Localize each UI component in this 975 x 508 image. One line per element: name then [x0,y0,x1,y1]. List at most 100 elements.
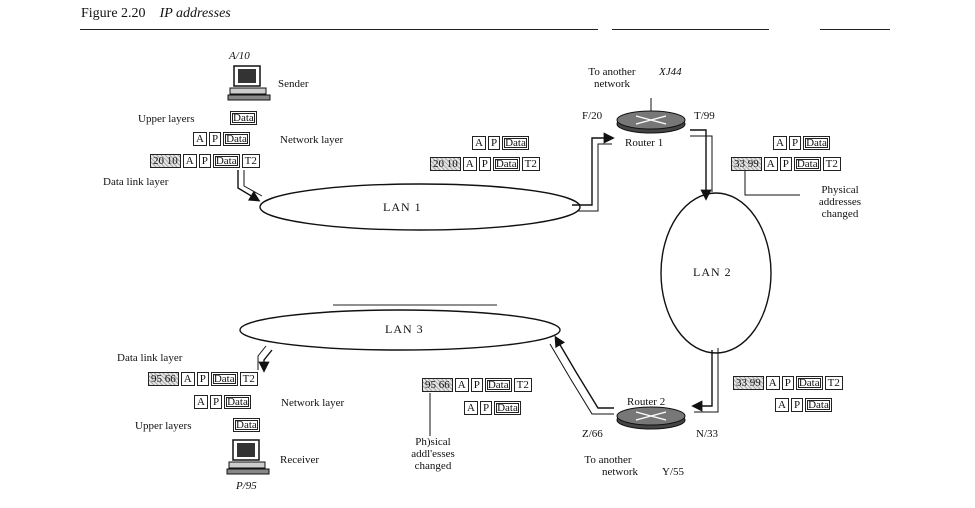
dst-ip-field: P [779,157,792,171]
src-ip-field: A [765,376,780,390]
receiver-frame: 95 66 A P Data T2 [148,372,258,386]
dst-ip-field: P [196,372,209,386]
router1-to-network-line2: network [593,78,631,90]
r1-note-line1: Physical [821,184,859,196]
lan1-to-router1-line [572,132,615,206]
router1-right-port: T/99 [694,110,715,122]
sender-network-packet: A P Data [193,132,250,146]
dst-ip-field: P [781,376,794,390]
src-ip-field: A [472,136,486,150]
figure-title: Figure 2.20 IP addresses [81,6,231,22]
data-field: Data [793,157,821,171]
lan2-ellipse [660,192,772,354]
router1-icon [616,98,686,134]
figure-number: Figure 2.20 [81,6,146,21]
src-ip-field: A [454,378,469,392]
trailer-field: T2 [521,157,540,171]
physical-address-field: 33 99 [731,157,762,171]
router1-to-lan2-line [690,129,712,201]
lan2-frame-b: 33 99 A P Data T2 [733,376,843,390]
lan2-frame: 33 99 A P Data T2 [731,157,841,171]
physical-address-field: 95 66 [148,372,179,386]
title-rule [80,29,598,30]
src-ip-field: A [182,154,197,168]
receiver-network-label: Network layer [281,397,345,409]
physical-address-field: 33 99 [733,376,764,390]
lan3-to-receiver-line [258,349,273,373]
src-ip-field: A [462,157,477,171]
lan2-packet-b: A P Data [775,398,832,412]
lan1-ellipse [259,183,581,231]
router1-name: Router 1 [625,137,664,149]
sender-arrow [237,170,261,202]
physical-address-field: 20 10 [150,154,181,168]
sender-upper-packet: Data [230,111,257,125]
src-ip-field: A [464,401,478,415]
data-field: Data [795,376,823,390]
title-rule-2 [612,29,769,30]
receiver-computer-icon [225,438,273,476]
r2-note-line2: addl'esses [411,448,455,460]
dst-ip-field: P [198,154,211,168]
receiver-network-packet: A P Data [194,395,251,409]
router1-to-network-line1: To another [588,66,636,78]
trailer-field: T2 [239,372,258,386]
sender-frame: 20 10 A P Data T2 [150,154,260,168]
sender-datalink-label: Data link layer [103,176,169,188]
receiver-upper-label: Upper layers [135,420,192,432]
lan2-to-router2-line [691,350,713,412]
dst-ip-field: P [209,395,223,409]
dst-ip-field: P [470,378,483,392]
sender-label: Sender [278,78,309,90]
dst-ip-field: P [208,132,222,146]
dst-ip-field: P [487,136,501,150]
r1-note-line3: changed [821,208,859,220]
lan3-label: LAN 3 [385,322,424,336]
dst-ip-field: P [790,398,804,412]
receiver-ip: P/95 [236,480,257,492]
sender-computer-icon [226,64,274,102]
trailer-field: T2 [241,154,260,168]
receiver-upper-packet: Data [233,418,260,432]
data-field: Data [803,136,830,150]
lan3-packet: A P Data [464,401,521,415]
lan3-ellipse [239,309,561,351]
router2-name: Router 2 [627,396,666,408]
r2-note-line3: changed [414,460,452,472]
lan1-frame: 20 10 A P Data T2 [430,157,540,171]
lan1-label: LAN 1 [383,200,422,214]
r1-note-connector [744,170,800,196]
dst-ip-field: P [479,401,493,415]
sender-ip: A/10 [229,50,250,62]
data-field: Data [233,418,260,432]
router1-left-port: F/20 [582,110,603,122]
router2-to-lan3-line [554,335,614,409]
src-ip-field: A [180,372,195,386]
receiver-datalink-label: Data link layer [117,352,183,364]
src-ip-field: A [773,136,787,150]
router2-right-port: N/33 [696,428,718,440]
router2-to-network-line2: network [601,466,639,478]
data-field: Data [230,111,257,125]
trailer-field: T2 [824,376,843,390]
physical-address-field: 95 66 [422,378,453,392]
router2-to-network-line1: To another [584,454,632,466]
data-field: Data [210,372,238,386]
r1-note-line2: addresses [818,196,862,208]
dst-ip-field: P [478,157,491,171]
figure-caption: IP addresses [159,6,231,21]
receiver-label: Receiver [280,454,320,466]
dst-ip-field: P [788,136,802,150]
trailer-field: T2 [822,157,841,171]
lan2-packet: A P Data [773,136,830,150]
router2-network-ip: Y/55 [662,466,684,478]
sender-network-label: Network layer [280,134,344,146]
lan2-label: LAN 2 [693,265,732,279]
title-rule-3 [820,29,890,30]
sender-upper-label: Upper layers [138,113,195,125]
r2-note-line1: Ph)sical [415,436,451,448]
router2-left-port: Z/66 [582,428,603,440]
router2-icon [616,406,686,430]
data-field: Data [492,157,520,171]
